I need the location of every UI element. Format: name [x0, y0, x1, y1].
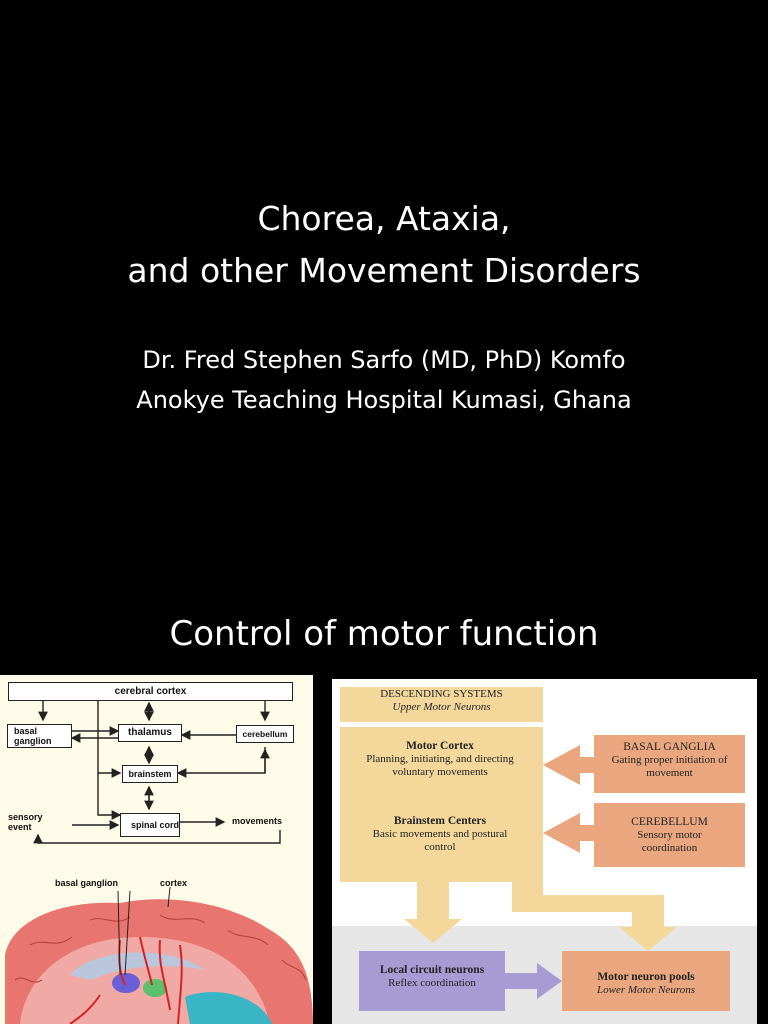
local-circuit-title: Local circuit neurons	[379, 964, 485, 976]
cerebral-cortex-box: cerebral cortex	[8, 682, 293, 701]
local-circuit-desc: Reflex coordination	[388, 977, 476, 989]
descending-systems-header: DESCENDING SYSTEMS Upper Motor Neurons	[340, 688, 543, 714]
title-line-1: Chorea, Ataxia,	[257, 199, 511, 238]
descending-title: DESCENDING SYSTEMS	[380, 688, 503, 700]
title-line-2: and other Movement Disorders	[127, 251, 641, 290]
spinal-cord-box: spinal cord	[120, 813, 180, 837]
motor-cortex-block: Motor Cortex Planning, initiating, and d…	[350, 740, 530, 779]
movements-label: movements	[232, 816, 283, 826]
cerebellum-block: CEREBELLUM Sensory motor coordination	[614, 816, 725, 855]
diagram-connectors	[5, 701, 313, 1024]
motor-pools-title: Motor neuron pools	[597, 971, 695, 983]
cerebellum-desc: Sensory motor coordination	[637, 829, 702, 854]
section-heading: Control of motor function	[169, 614, 599, 654]
basal-ganglia-block: BASAL GANGLIA Gating proper initiation o…	[602, 741, 737, 780]
motor-cortex-title: Motor Cortex	[406, 740, 474, 752]
descending-systems-diagram: DESCENDING SYSTEMS Upper Motor Neurons M…	[332, 679, 757, 1024]
author-line-1: Dr. Fred Stephen Sarfo (MD, PhD) Komfo	[142, 346, 626, 374]
motor-neuron-pools-block: Motor neuron pools Lower Motor Neurons	[562, 971, 730, 997]
local-circuit-block: Local circuit neurons Reflex coordinatio…	[359, 964, 505, 990]
brain-basal-ganglion-label: basal ganglion	[55, 878, 119, 888]
basal-ganglion-box: basal ganglion	[7, 724, 72, 748]
descending-subtitle: Upper Motor Neurons	[392, 701, 491, 713]
brainstem-centers-block: Brainstem Centers Basic movements and po…	[362, 815, 518, 854]
motor-control-block-diagram: cerebral cortex basal ganglion thalamus …	[0, 675, 313, 1024]
cerebellum-title: CEREBELLUM	[631, 816, 708, 828]
author-credit: Dr. Fred Stephen Sarfo (MD, PhD) Komfo A…	[0, 340, 768, 420]
sensory-event-label: sensory event	[8, 812, 43, 832]
basal-ganglia-title: BASAL GANGLIA	[623, 741, 716, 753]
brain-cortex-label: cortex	[160, 878, 188, 888]
thalamus-box: thalamus	[118, 724, 182, 742]
brainstem-desc: Basic movements and postural control	[372, 828, 508, 853]
motor-cortex-desc: Planning, initiating, and directing volu…	[366, 753, 514, 778]
basal-ganglia-desc: Gating proper initiation of movement	[611, 754, 728, 779]
brainstem-title: Brainstem Centers	[393, 815, 487, 827]
cerebellum-box: cerebellum	[236, 725, 294, 743]
slide-title: Chorea, Ataxia, and other Movement Disor…	[0, 193, 768, 297]
author-line-2: Anokye Teaching Hospital Kumasi, Ghana	[136, 386, 632, 414]
motor-pools-subtitle: Lower Motor Neurons	[597, 984, 695, 996]
brainstem-box: brainstem	[122, 765, 178, 783]
diagram-shapes	[332, 687, 757, 1024]
brain-illustration	[5, 886, 313, 1024]
